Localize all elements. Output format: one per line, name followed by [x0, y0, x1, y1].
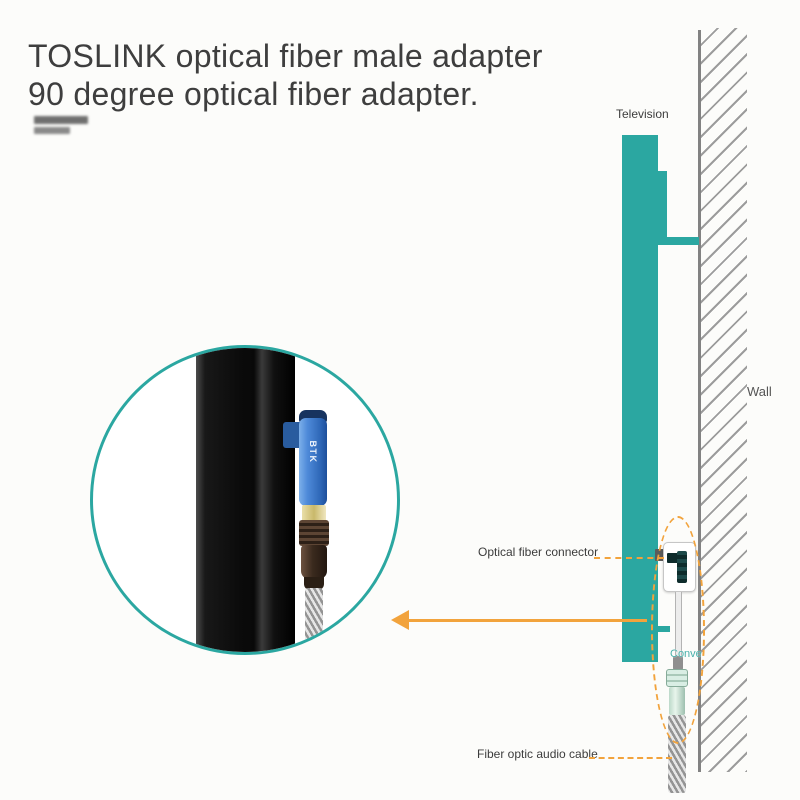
tv-back-panel-closeup: [196, 348, 295, 652]
wall-line: [698, 30, 701, 772]
tv-silhouette: [622, 135, 658, 662]
cable-connector-ribbed-grip: [299, 520, 329, 546]
page-title: TOSLINK optical fiber male adapter 90 de…: [28, 38, 543, 114]
tv-mount-arm: [658, 237, 699, 245]
zoom-arrow-line: [407, 619, 647, 622]
adapter-brand-logo: BTK: [308, 440, 318, 464]
television-label: Television: [616, 107, 669, 121]
braided-cable-closeup: [305, 588, 323, 652]
connector-leader-line: [594, 557, 664, 559]
optical-fiber-connector-label: Optical fiber connector: [478, 545, 599, 559]
highlight-ellipse-icon: [651, 516, 705, 744]
zoom-arrow-head-icon: [391, 610, 409, 630]
cable-connector-neck: [304, 577, 324, 590]
wall-label: Wall: [747, 384, 772, 399]
adapter-clear-boot: [302, 505, 326, 522]
tv-mount-bracket: [658, 171, 667, 241]
wall-hatching: [701, 28, 747, 772]
blurred-watermark-line2: [34, 127, 70, 134]
converter-label: Conve: [670, 648, 702, 660]
adapter-blue-body: [299, 418, 327, 506]
fiber-optic-cable-label: Fiber optic audio cable: [477, 747, 598, 761]
page-title-line1: TOSLINK optical fiber male adapter: [28, 38, 543, 74]
cable-connector-barrel: [301, 545, 327, 579]
blurred-watermark-line1: [34, 116, 88, 124]
cable-leader-line: [589, 757, 672, 759]
zoom-circle: BTK: [90, 345, 400, 655]
page-title-line2: 90 degree optical fiber adapter.: [28, 75, 479, 112]
